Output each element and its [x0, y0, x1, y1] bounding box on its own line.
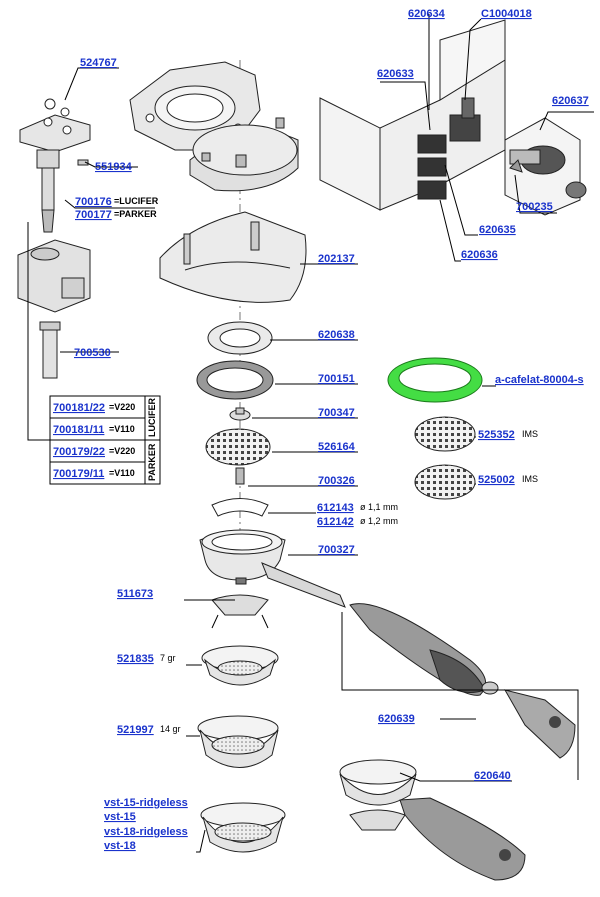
label-525002-suffix: IMS — [522, 474, 538, 484]
label-525352[interactable]: 525352 — [478, 429, 515, 441]
label-700181-11[interactable]: 700181/11 — [53, 424, 104, 436]
label-vst-15[interactable]: vst-15 — [104, 811, 136, 823]
label-700176-suffix: =LUCIFER — [114, 196, 159, 206]
label-511673[interactable]: 511673 — [117, 588, 153, 600]
ims-screens-illustration — [414, 416, 476, 500]
coil-table — [49, 395, 161, 485]
spouted-portafilter-illustration — [339, 759, 526, 881]
label-700327[interactable]: 700327 — [318, 544, 355, 556]
label-521835[interactable]: 521835 — [117, 653, 154, 665]
group-head-illustration — [129, 61, 299, 192]
label-lucifer: LUCIFER — [147, 398, 157, 437]
baskets-illustration — [197, 645, 286, 853]
label-vst-15-ridgeless[interactable]: vst-15-ridgeless — [104, 797, 188, 809]
label-620637[interactable]: 620637 — [552, 95, 589, 107]
shield-illustration — [159, 211, 307, 303]
label-620636[interactable]: 620636 — [461, 249, 498, 261]
label-a-cafelat-80004-s[interactable]: a-cafelat-80004-s — [495, 374, 584, 386]
label-612143[interactable]: 612143 — [317, 502, 354, 514]
label-700326[interactable]: 700326 — [318, 475, 355, 487]
label-700347[interactable]: 700347 — [318, 407, 355, 419]
label-parker: PARKER — [147, 443, 157, 481]
label-700181-22-suffix: =V220 — [109, 402, 135, 412]
label-521997[interactable]: 521997 — [117, 724, 154, 736]
label-612142[interactable]: 612142 — [317, 516, 354, 528]
label-c1004018[interactable]: C1004018 — [481, 8, 532, 20]
label-700151[interactable]: 700151 — [318, 373, 355, 385]
label-700235[interactable]: 700235 — [516, 201, 553, 213]
label-525002[interactable]: 525002 — [478, 474, 515, 486]
label-700179-11-suffix: =V110 — [109, 468, 135, 478]
gasket-illustration — [387, 357, 483, 403]
label-vst-18[interactable]: vst-18 — [104, 840, 136, 852]
portafilter-illustration — [199, 529, 346, 629]
handle-illustration — [349, 603, 576, 759]
label-700177[interactable]: 700177 — [75, 209, 112, 221]
label-620638[interactable]: 620638 — [318, 329, 355, 341]
label-700179-11[interactable]: 700179/11 — [53, 468, 104, 480]
label-521835-suffix: 7 gr — [160, 653, 176, 663]
label-700181-11-suffix: =V110 — [109, 424, 135, 434]
label-620634[interactable]: 620634 — [408, 8, 446, 20]
label-612142-suffix: ø 1,2 mm — [360, 516, 398, 526]
label-vst-18-ridgeless[interactable]: vst-18-ridgeless — [104, 826, 188, 838]
label-620639[interactable]: 620639 — [378, 713, 415, 725]
solenoid-illustration — [17, 98, 91, 379]
label-700179-22-suffix: =V220 — [109, 446, 135, 456]
label-202137[interactable]: 202137 — [318, 253, 355, 265]
label-620635[interactable]: 620635 — [479, 224, 516, 236]
label-620633[interactable]: 620633 — [377, 68, 414, 80]
label-700177-suffix: =PARKER — [114, 209, 157, 219]
label-700530[interactable]: 700530 — [74, 347, 111, 359]
label-700176[interactable]: 700176 — [75, 196, 112, 208]
label-521997-suffix: 14 gr — [160, 724, 181, 734]
label-620640[interactable]: 620640 — [474, 770, 511, 782]
label-700179-22[interactable]: 700179/22 — [53, 446, 105, 458]
label-525352-suffix: IMS — [522, 429, 538, 439]
leader-lines — [27, 14, 594, 853]
knob-illustration — [504, 117, 587, 216]
label-700181-22[interactable]: 700181/22 — [53, 402, 105, 414]
switch-panel-illustration — [319, 19, 506, 211]
label-551934[interactable]: 551934 — [95, 161, 133, 173]
label-524767[interactable]: 524767 — [80, 57, 117, 69]
seal-illustrations — [196, 321, 274, 517]
label-612143-suffix: ø 1,1 mm — [360, 502, 398, 512]
label-526164[interactable]: 526164 — [318, 441, 356, 453]
